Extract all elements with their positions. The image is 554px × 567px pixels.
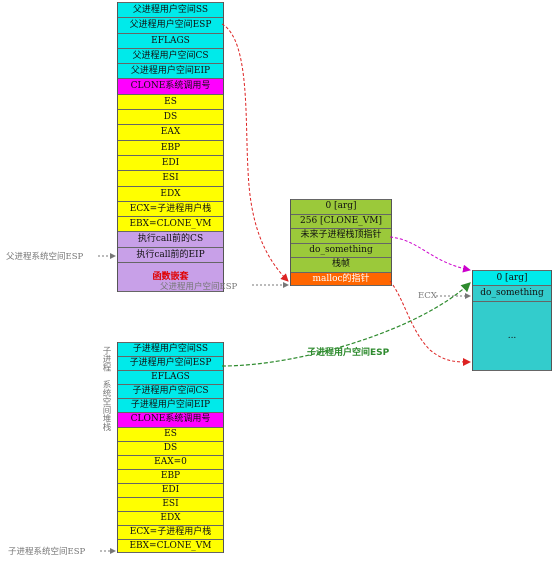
parent-stack-cell: ESI [118,170,223,186]
arrow-child-user-esp [221,282,471,367]
parent-stack-cell: ES [118,93,223,110]
child-system-esp-label: 子进程系统空间ESP [8,547,86,557]
parent-stack-cell: ECX=子进程用户栈 [118,200,223,217]
parent-user-esp-label: 父进程用户空间ESP [160,282,238,292]
right-stack-cell: 0 [arg] [473,270,551,286]
child-stack-cell: CLONE系统调用号 [118,412,223,427]
child-stack-cell: EBP [118,468,223,483]
right-stack-cell: ... [473,300,551,371]
parent-stack-cell: EFLAGS [118,32,223,48]
child-stack-cell: DS [118,440,223,455]
child-stack-cell: 子进程用户空间ESP [118,356,223,371]
child-user-esp-label: 子进程用户空间ESP [307,348,390,358]
parent-stack-cell: EBX=CLONE_VM [118,216,223,232]
arrow-child-stack-top [389,236,471,273]
parent-system-esp-label: 父进程系统空间ESP [6,252,84,262]
parent-stack-cell: 父进程用户空间EIP [118,63,223,79]
parent-stack-cell: EAX [118,124,223,140]
arrow-parent-esp [221,23,289,282]
child-user-stack: 0 [arg]do_something... [472,270,552,371]
parent-stack-cell: EBP [118,139,223,155]
child-process-label: 子进程 [101,346,111,372]
child-stack-cell: ECX=子进程用户栈 [118,525,223,540]
ecx-label: ECX [418,291,437,301]
parent-stack-cell: EDX [118,185,223,201]
parent-stack-cell: 执行call前的EIP [118,246,223,263]
child-stack-cell: EAX=0 [118,454,223,469]
child-stack-cell: 子进程用户空间EIP [118,398,223,413]
middle-stack-cell: do_something [291,242,391,257]
child-stack-cell: EBX=CLONE_VM [118,539,223,554]
child-stack-cell: ESI [118,497,223,512]
middle-stack-cell: 256 [CLONE_VM] [291,213,391,228]
parent-stack-cell: DS [118,109,223,125]
parent-stack-cell: 父进程用户空间CS [118,47,223,64]
middle-stack-cell: 0 [arg] [291,199,391,214]
middle-stack-cell: malloc的指针 [291,271,391,286]
middle-stack-cell: 未来子进程栈顶指针 [291,228,391,243]
parent-stack-cell: 执行call前的CS [118,231,223,247]
parent-stack-cell: CLONE系统调用号 [118,78,223,94]
child-stack-cell: 子进程用户空间CS [118,384,223,399]
child-stack-cell: ES [118,426,223,441]
child-stack-cell: EDI [118,482,223,498]
child-stack-cell: EDX [118,511,223,526]
child-stack-cell: 子进程用户空间SS [118,342,223,357]
parent-stack-cell: EDI [118,154,223,171]
arrow-malloc-region [389,280,471,366]
parent-stack-cell: 父进程用户空间ESP [118,17,223,33]
parent-stack-cell: 父进程用户空间SS [118,2,223,18]
middle-stack-cell: 栈帧 [291,257,391,272]
parent-stack-cell: 函数嵌套 [118,262,223,293]
child-system-stack-label: 系统空间堆栈 [101,380,111,431]
child-stack-cell: EFLAGS [118,370,223,385]
right-stack-cell: do_something [473,285,551,301]
